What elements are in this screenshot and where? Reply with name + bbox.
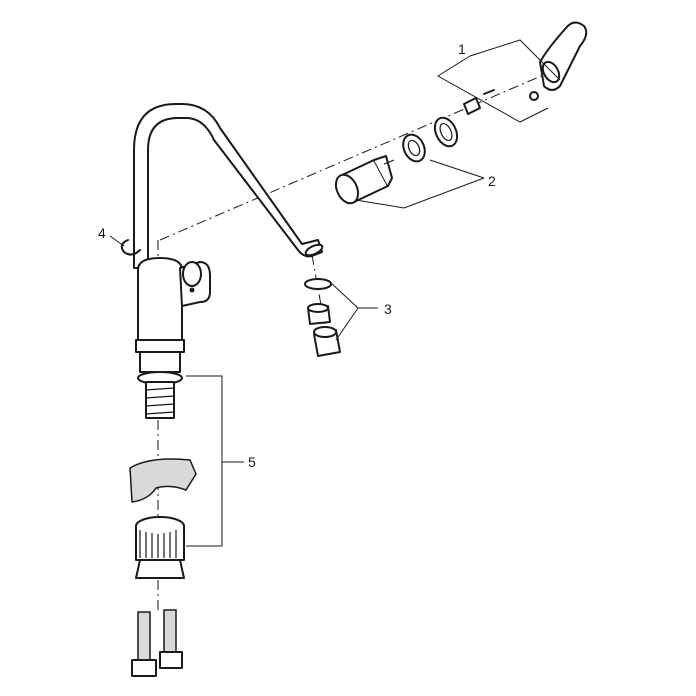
spout-neck [133, 103, 323, 269]
stud-thread-1 [145, 387, 175, 391]
cartridge-base [334, 173, 360, 205]
supply-hoses [131, 609, 183, 677]
cartridge [334, 155, 395, 205]
callout-4: 4 [98, 225, 106, 241]
callout-1: 1 [458, 41, 466, 57]
leader-4 [109, 235, 125, 247]
body-base-neck [139, 351, 181, 373]
lever-adapter [463, 97, 481, 115]
leader-lines [109, 39, 561, 547]
leader-5-bracket [186, 375, 223, 547]
nut-knurling [139, 530, 177, 558]
cover-cap-inner [439, 122, 453, 142]
nut-knurled-body [135, 525, 185, 561]
cartridge-nut-inner [407, 139, 421, 157]
body-screw-hole [189, 287, 195, 293]
callout-3: 3 [384, 301, 392, 317]
stud-thread-2 [145, 395, 175, 399]
hose-right-nut [159, 651, 183, 669]
lever-handle [539, 21, 588, 91]
leader-1-top [469, 39, 561, 81]
assembly-axis-lines [157, 69, 556, 610]
aerator-parts [304, 278, 341, 357]
leader-2-upper [429, 159, 485, 179]
cartridge-top [373, 155, 393, 187]
leader-1-bottom [437, 55, 549, 123]
cartridge-nut [402, 133, 426, 163]
cartridge-stem [383, 159, 395, 165]
body-column [137, 257, 183, 341]
hose-left [137, 611, 151, 661]
cover-cap [433, 116, 459, 148]
stud-thread-4 [145, 411, 175, 415]
leader-3-top [329, 281, 378, 309]
set-screw [529, 91, 539, 101]
callout-5: 5 [248, 454, 256, 470]
body-base-ring [135, 339, 185, 353]
leader-3-bottom [335, 307, 359, 341]
leader-2 [355, 177, 485, 209]
mounting-nut [135, 516, 185, 579]
hose-left-nut [131, 659, 157, 677]
stud-thread-3 [145, 403, 175, 407]
lever-screw [483, 89, 495, 95]
spout-outlet [304, 243, 324, 257]
spout [133, 103, 324, 269]
horseshoe-washer [129, 458, 197, 503]
nut-hex-base [135, 559, 185, 579]
aerator-washer [304, 278, 332, 290]
retaining-clip [120, 239, 141, 256]
axis-handle-to-body [159, 69, 556, 241]
callout-2: 2 [488, 173, 496, 189]
hose-right [163, 609, 177, 653]
lever-parts [463, 21, 588, 115]
body-cartridge-seat [182, 261, 202, 287]
aerator-housing-top [313, 326, 337, 338]
aerator-insert-top [307, 303, 329, 313]
faucet-body [135, 257, 211, 419]
